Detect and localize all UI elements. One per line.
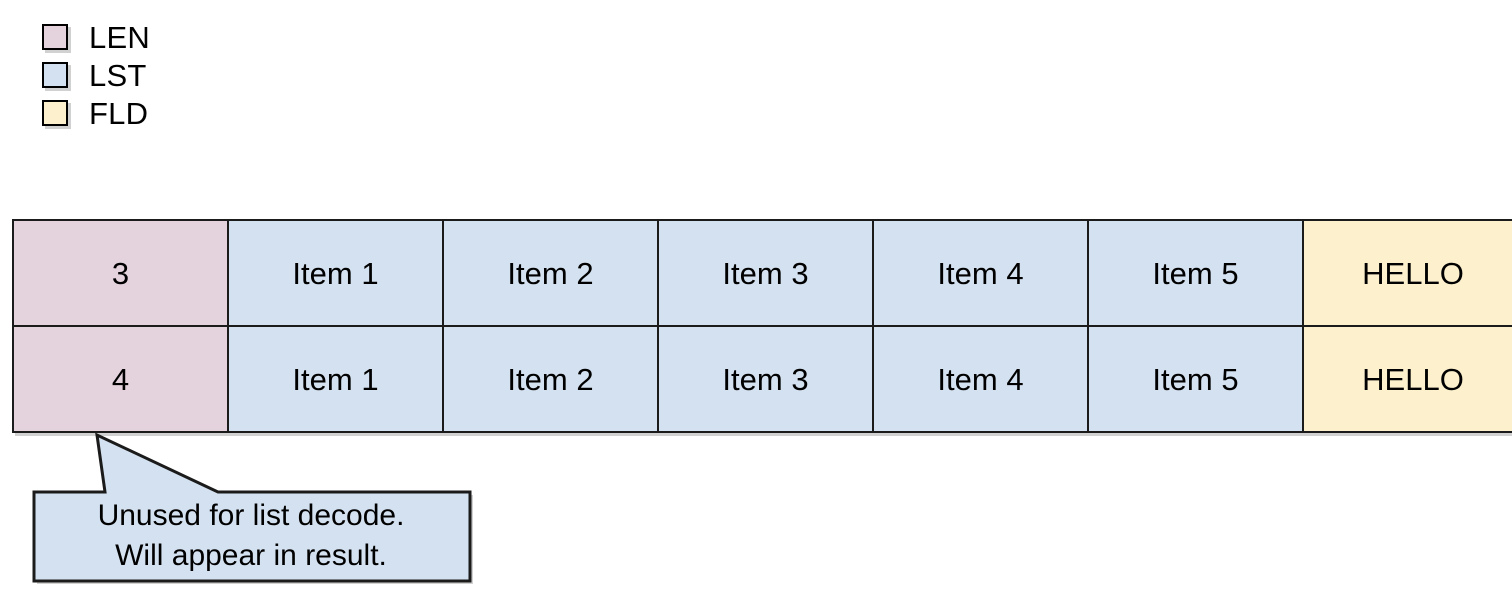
cell-lst5-row1: Item 5 [1087, 219, 1304, 327]
legend: LEN LST FLD [42, 18, 362, 132]
cell-fld-row2: HELLO [1302, 325, 1512, 433]
cell-lst1-row1: Item 1 [227, 219, 444, 327]
table-row: 4 Item 1 Item 2 Item 3 Item 4 Item 5 HEL… [12, 325, 1512, 433]
legend-item-len: LEN [42, 18, 362, 56]
legend-swatch-len-icon [42, 24, 68, 50]
cell-lst4-row2: Item 4 [872, 325, 1089, 433]
cell-lst3-row1: Item 3 [657, 219, 874, 327]
callout-text-block: Unused for list decode. Will appear in r… [34, 493, 468, 579]
cell-lst5-row2: Item 5 [1087, 325, 1304, 433]
cell-len-row1: 3 [12, 219, 229, 327]
callout-line-2: Will appear in result. [115, 539, 387, 572]
callout-line-1: Unused for list decode. [97, 499, 405, 532]
legend-label-fld: FLD [89, 95, 149, 131]
cell-len-row2: 4 [12, 325, 229, 433]
cell-fld-row1: HELLO [1302, 219, 1512, 327]
legend-label-len: LEN [89, 19, 150, 55]
cell-lst2-row2: Item 2 [442, 325, 659, 433]
legend-swatch-fld-icon [42, 100, 68, 126]
cell-lst3-row2: Item 3 [657, 325, 874, 433]
cell-lst2-row1: Item 2 [442, 219, 659, 327]
cell-lst1-row2: Item 1 [227, 325, 444, 433]
legend-label-lst: LST [89, 57, 147, 93]
legend-item-fld: FLD [42, 94, 362, 132]
cell-lst4-row1: Item 4 [872, 219, 1089, 327]
legend-item-lst: LST [42, 56, 362, 94]
message-layout-table: 3 Item 1 Item 2 Item 3 Item 4 Item 5 HEL… [12, 219, 1512, 433]
legend-swatch-lst-icon [42, 62, 68, 88]
table-row: 3 Item 1 Item 2 Item 3 Item 4 Item 5 HEL… [12, 219, 1512, 327]
